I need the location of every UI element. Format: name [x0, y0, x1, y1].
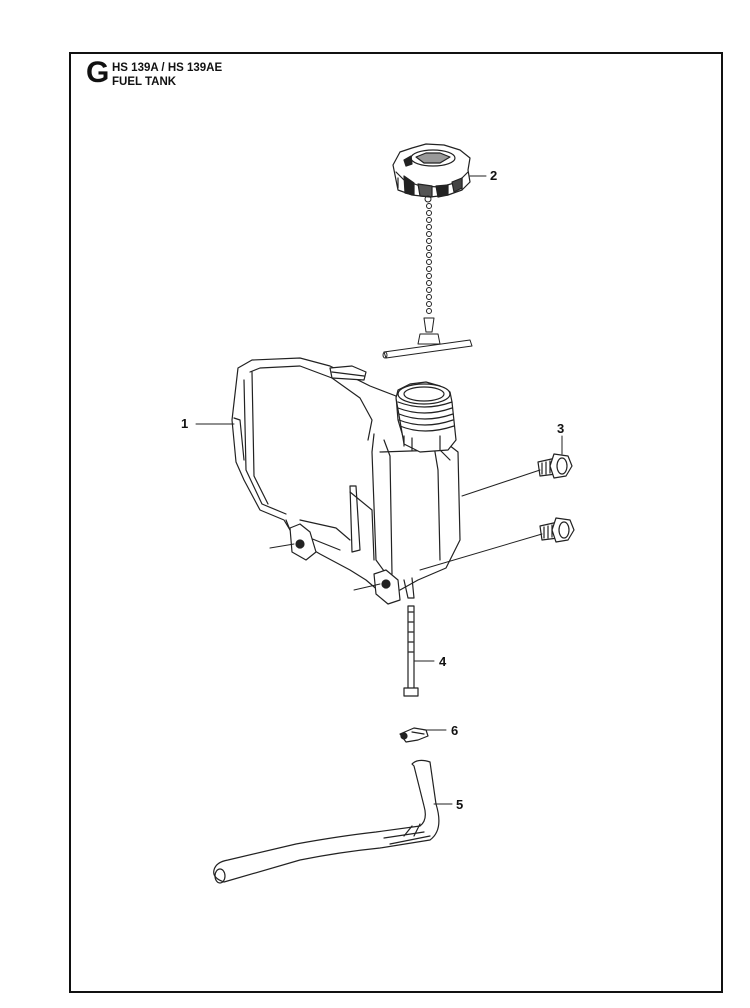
diagram-frame [69, 52, 723, 993]
callout-4: 4 [439, 654, 447, 669]
callout-5: 5 [456, 797, 464, 812]
cap-tether-chain [382, 195, 473, 359]
callout-3: 3 [557, 421, 565, 436]
hose-clip [399, 727, 429, 743]
fuel-cap [392, 143, 471, 198]
fuel-filter-pickup [403, 605, 419, 697]
model-title: HS 139A / HS 139AE [112, 62, 223, 74]
leader-line-3b [419, 533, 543, 571]
leader-line-3a [461, 469, 541, 497]
leader-lines [195, 175, 563, 805]
section-letter: G [86, 56, 110, 89]
fuel-hose [213, 759, 440, 884]
callout-1: 1 [181, 416, 189, 431]
leader-line-tab-a [269, 543, 295, 549]
callout-2: 2 [490, 168, 498, 183]
leader-line-tab-b [353, 583, 381, 591]
fuel-tank [231, 357, 461, 605]
callout-6: 6 [451, 723, 459, 738]
section-title: FUEL TANK [112, 76, 177, 88]
tank-mounting-screws [537, 453, 575, 543]
